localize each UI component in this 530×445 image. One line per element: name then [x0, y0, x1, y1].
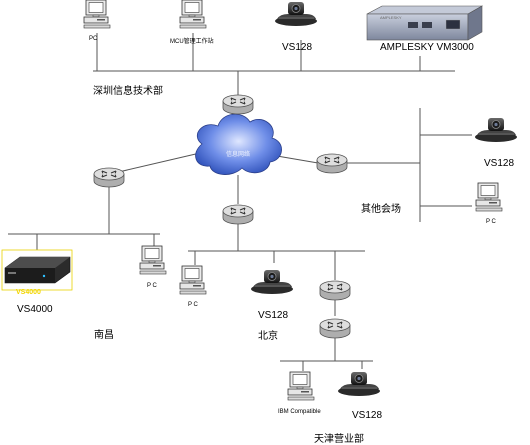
pc-icon — [139, 245, 167, 275]
router-icon — [319, 318, 351, 339]
router-icon — [222, 94, 254, 115]
router-icon — [93, 167, 125, 188]
pc-icon — [287, 371, 315, 401]
router-icon — [316, 153, 348, 174]
device-label: IBM Compatible — [278, 409, 321, 415]
mcu-brand-mark: AMPLESKY — [380, 15, 402, 20]
router-icon — [319, 280, 351, 301]
device-label: P C — [147, 283, 157, 289]
pc-icon — [83, 0, 111, 29]
site-label-other: 其他会场 — [361, 204, 401, 215]
device-label: VS128 — [352, 410, 383, 421]
device-label: PC — [89, 36, 98, 42]
router-icon — [222, 204, 254, 225]
site-label-nanchang: 南昌 — [94, 330, 114, 341]
network-cloud-icon — [195, 113, 282, 175]
video-terminal-icon — [337, 371, 381, 397]
cloud-label: 信息网络 — [226, 152, 251, 158]
device-label: P C — [486, 219, 496, 225]
connection-lines — [8, 33, 472, 371]
device-label: AMPLESKY VM3000 — [380, 42, 474, 53]
site-label-beijing: 北京 — [258, 331, 278, 342]
video-terminal-icon — [274, 1, 318, 27]
device-label: P C — [188, 302, 198, 308]
video-terminal-icon — [474, 117, 518, 143]
device-label: VS128 — [282, 42, 313, 53]
mcu-server-icon — [366, 5, 484, 41]
device-label: MCU管理工作站 — [170, 39, 214, 45]
vs4000-badge: VS4000 — [16, 289, 41, 296]
device-label: VS4000 — [17, 304, 53, 315]
video-terminal-icon — [250, 269, 294, 295]
pc-icon — [179, 0, 207, 29]
device-label: VS128 — [258, 310, 289, 321]
vs4000-terminal-icon — [1, 249, 73, 291]
pc-icon — [179, 265, 207, 295]
site-label-shenzhen: 深圳信息技术部 — [93, 86, 163, 97]
device-label: VS128 — [484, 158, 515, 169]
pc-icon — [475, 182, 503, 212]
site-label-tianjin: 天津营业部 — [314, 434, 364, 445]
